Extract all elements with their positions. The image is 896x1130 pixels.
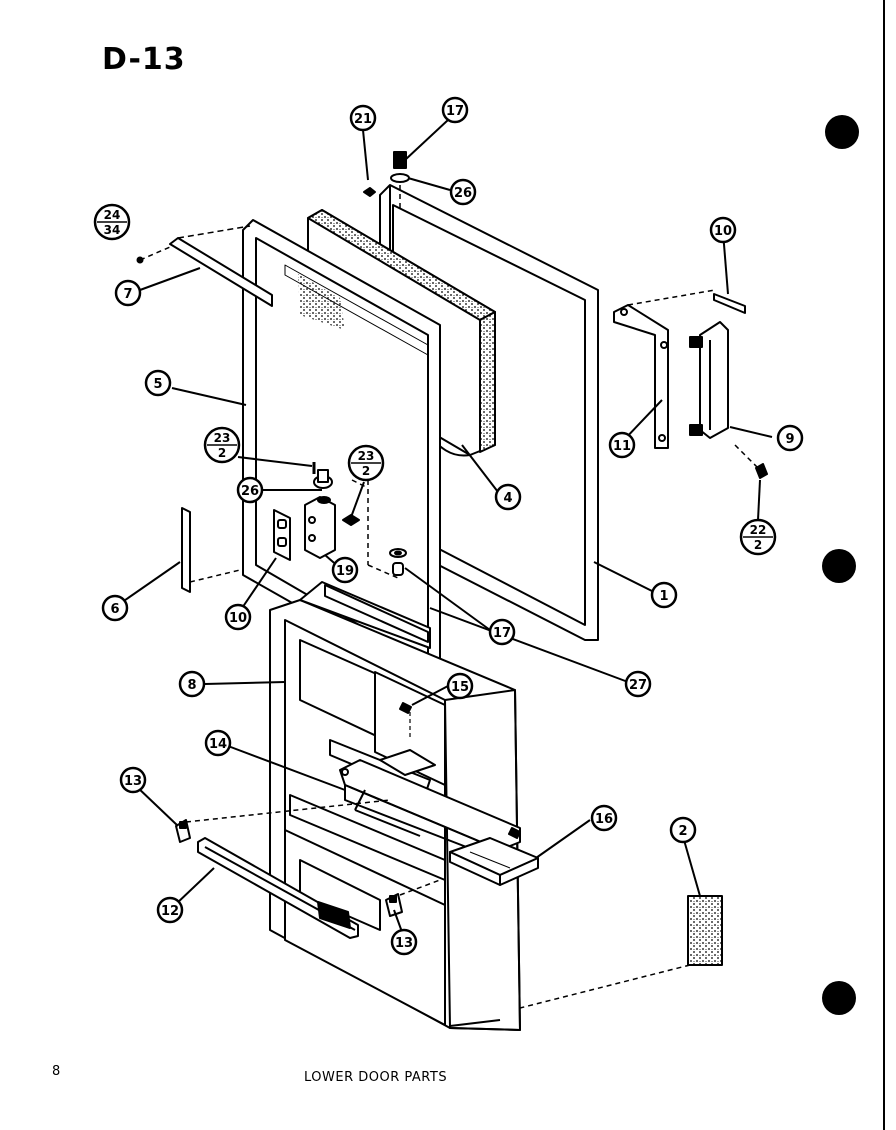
dispenser-cover-plate bbox=[339, 759, 521, 861]
callout-27: 27 bbox=[624, 670, 652, 698]
hinge-pin-lower bbox=[389, 548, 407, 576]
svg-text:23: 23 bbox=[214, 431, 231, 445]
callout-10-left: 10 bbox=[224, 603, 252, 631]
callout-21: 21 bbox=[349, 104, 377, 132]
callout-15: 15 bbox=[446, 672, 474, 700]
top-trim-strip bbox=[136, 225, 273, 307]
svg-text:2: 2 bbox=[218, 446, 226, 460]
svg-text:26: 26 bbox=[454, 186, 472, 201]
callout-2: 2 bbox=[669, 816, 697, 844]
callout-11: 11 bbox=[608, 431, 636, 459]
callout-16: 16 bbox=[590, 804, 618, 832]
svg-text:21: 21 bbox=[354, 112, 372, 127]
svg-text:7: 7 bbox=[123, 287, 132, 302]
trim-clip-left bbox=[175, 799, 391, 843]
svg-text:6: 6 bbox=[110, 602, 119, 617]
sheet-title: D-13 bbox=[102, 42, 186, 77]
svg-text:19: 19 bbox=[336, 564, 354, 579]
fraction-callouts: 24 34 23 2 23 2 22 2 bbox=[93, 203, 777, 556]
callout-10-right: 10 bbox=[709, 216, 737, 244]
svg-text:8: 8 bbox=[187, 678, 196, 693]
svg-text:15: 15 bbox=[451, 680, 469, 695]
callout-12: 12 bbox=[156, 896, 184, 924]
svg-text:24: 24 bbox=[104, 208, 121, 222]
bottom-trim-rail bbox=[197, 837, 359, 939]
svg-text:23: 23 bbox=[358, 449, 375, 463]
callout-13-left: 13 bbox=[119, 766, 147, 794]
svg-text:14: 14 bbox=[209, 737, 227, 752]
drip-tray bbox=[449, 837, 539, 886]
callout-23-2-left: 23 2 bbox=[203, 426, 241, 464]
svg-text:4: 4 bbox=[503, 491, 512, 506]
callout-6: 6 bbox=[101, 594, 129, 622]
page-number: 8 bbox=[52, 1064, 61, 1079]
svg-text:2: 2 bbox=[678, 824, 687, 839]
callout-7: 7 bbox=[114, 279, 142, 307]
callout-17-top: 17 bbox=[441, 96, 469, 124]
callout-5: 5 bbox=[144, 369, 172, 397]
side-trim-strip bbox=[181, 507, 241, 593]
callout-8: 8 bbox=[178, 670, 206, 698]
svg-text:13: 13 bbox=[395, 936, 413, 951]
foam-insulation-strip bbox=[519, 895, 723, 1009]
svg-text:17: 17 bbox=[446, 104, 464, 119]
binder-hole-bottom bbox=[822, 981, 856, 1015]
svg-text:16: 16 bbox=[595, 812, 613, 827]
svg-text:26: 26 bbox=[241, 484, 259, 499]
svg-text:1: 1 bbox=[659, 589, 668, 604]
callout-4: 4 bbox=[494, 483, 522, 511]
callout-13-right: 13 bbox=[390, 928, 418, 956]
callout-26-mid: 26 bbox=[236, 476, 264, 504]
binder-hole-top bbox=[825, 115, 859, 149]
svg-text:17: 17 bbox=[493, 626, 511, 641]
diagram-caption: LOWER DOOR PARTS bbox=[304, 1070, 448, 1085]
callout-1: 1 bbox=[650, 581, 678, 609]
svg-text:5: 5 bbox=[153, 377, 162, 392]
callout-23-2-right: 23 2 bbox=[347, 444, 385, 482]
hinge-bracket bbox=[304, 462, 360, 559]
callout-24-34: 24 34 bbox=[93, 203, 131, 241]
part-callouts: 21 17 26 7 5 26 4 10 11 9 6 10 19 1 17 2… bbox=[101, 96, 804, 956]
callout-19: 19 bbox=[331, 556, 359, 584]
svg-text:34: 34 bbox=[104, 223, 121, 237]
door-handle-assembly bbox=[613, 289, 768, 479]
callout-26-top: 26 bbox=[449, 178, 477, 206]
svg-text:13: 13 bbox=[124, 774, 142, 789]
svg-text:10: 10 bbox=[714, 224, 732, 239]
svg-text:22: 22 bbox=[750, 523, 767, 537]
callout-17-mid: 17 bbox=[488, 618, 516, 646]
svg-text:27: 27 bbox=[629, 678, 647, 693]
svg-text:9: 9 bbox=[785, 432, 794, 447]
callout-22-2: 22 2 bbox=[739, 518, 777, 556]
trim-clip-right bbox=[385, 879, 441, 917]
binder-hole-middle bbox=[822, 549, 856, 583]
svg-text:11: 11 bbox=[613, 439, 631, 454]
callout-9: 9 bbox=[776, 424, 804, 452]
svg-text:2: 2 bbox=[754, 538, 762, 552]
callout-14: 14 bbox=[204, 729, 232, 757]
hinge-plate-left bbox=[273, 509, 291, 561]
leader-lines bbox=[117, 119, 773, 1027]
svg-text:12: 12 bbox=[161, 904, 179, 919]
svg-text:10: 10 bbox=[229, 611, 247, 626]
svg-text:2: 2 bbox=[362, 464, 370, 478]
